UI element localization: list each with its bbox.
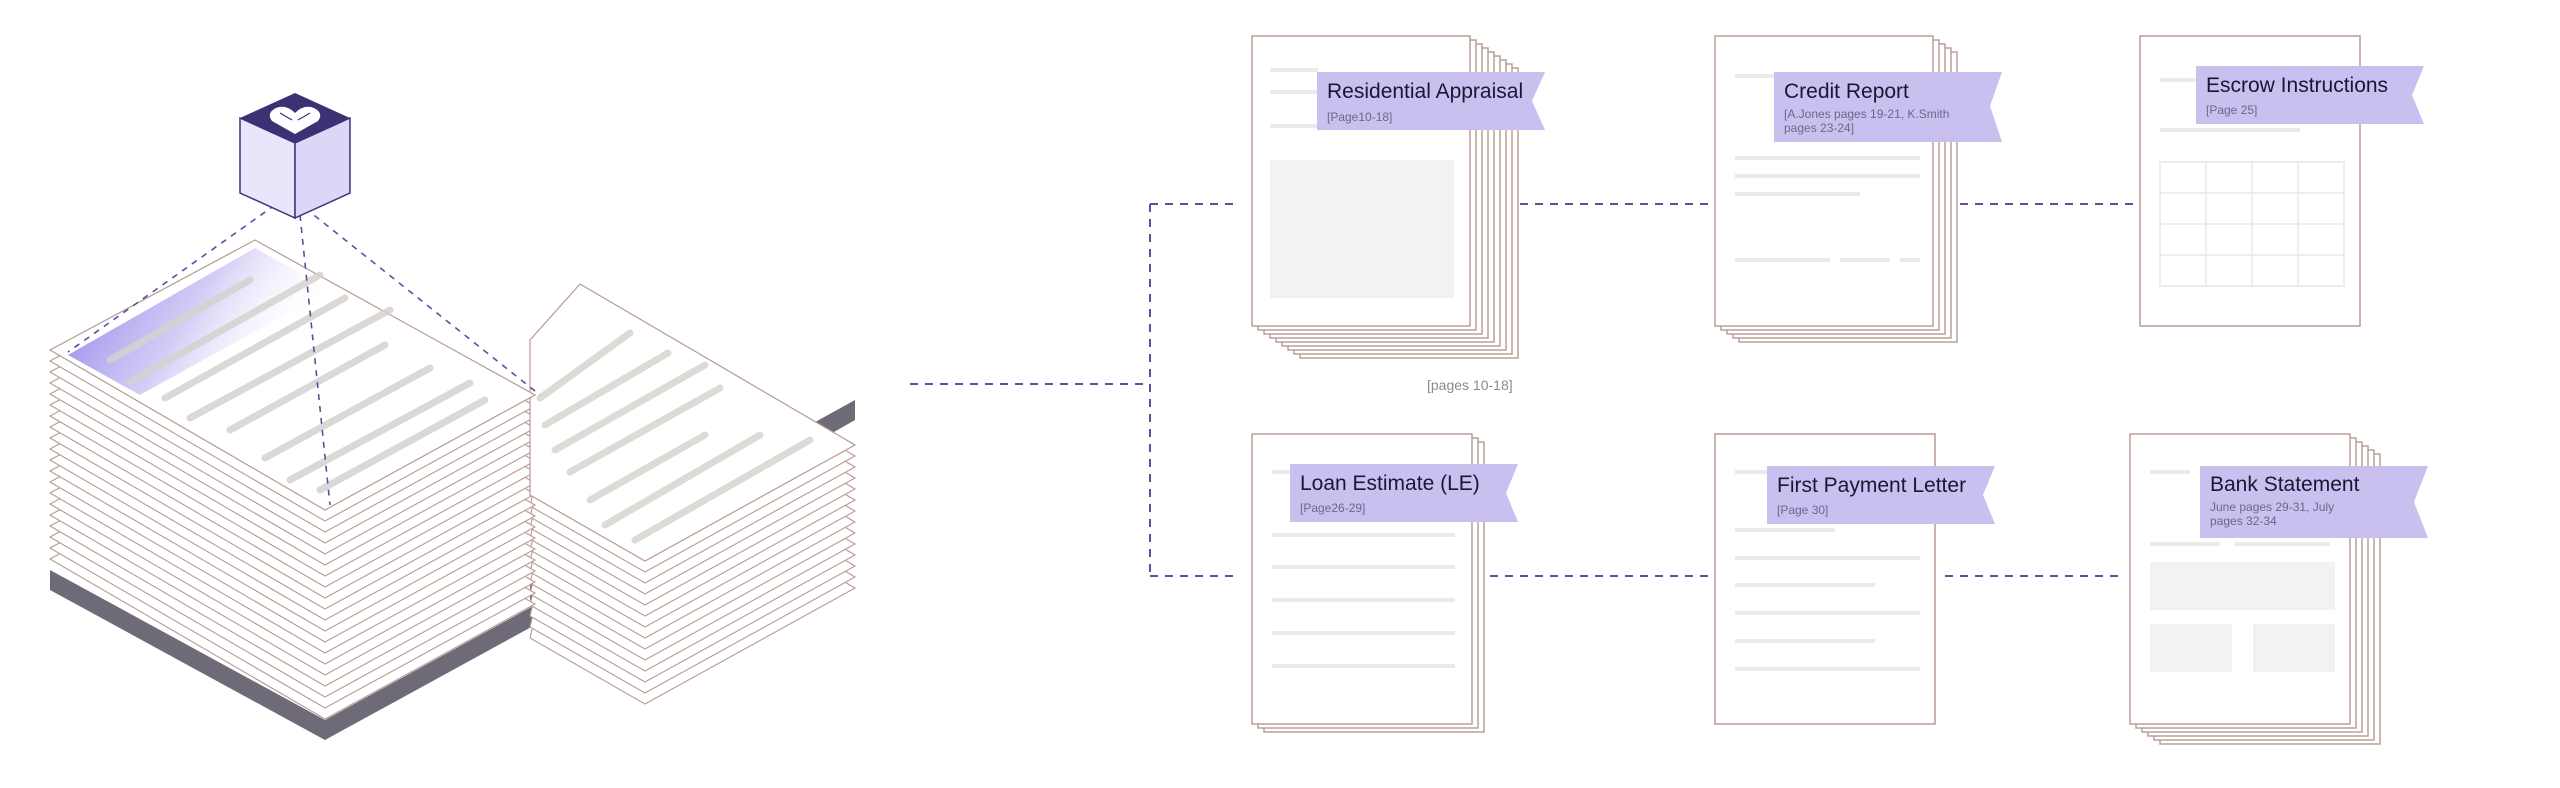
left-stack-text-lines — [106, 271, 489, 494]
document-pages-line-2: pages 32-34 — [2210, 514, 2277, 528]
document-title: Residential Appraisal — [1327, 80, 1523, 103]
source-document-stack — [48, 93, 857, 740]
document-pages: [Page26-29] — [1300, 501, 1365, 515]
label-tag — [1290, 464, 1518, 522]
label-tag — [1767, 466, 1995, 524]
text-lines — [1272, 470, 1455, 668]
document-credit-report: Credit Report [A.Jones pages 19-21, K.Sm… — [1714, 35, 2002, 343]
text-lines — [2150, 470, 2330, 546]
image-block — [2253, 624, 2335, 672]
document-escrow-instructions: Escrow Instructions [Page 25] — [2139, 35, 2424, 327]
document-bank-statement: Bank Statement June pages 29-31, July pa… — [2129, 433, 2428, 745]
document-loan-estimate: Loan Estimate (LE) [Page26-29] — [1251, 433, 1518, 733]
document-title: Loan Estimate (LE) — [1300, 472, 1480, 495]
highlighted-region — [68, 248, 330, 395]
label-tag — [1317, 72, 1545, 130]
document-title: Bank Statement — [2210, 473, 2360, 496]
document-title: Credit Report — [1784, 80, 1909, 103]
text-lines — [1735, 74, 1920, 262]
left-stack-shadow — [50, 570, 535, 740]
text-lines — [1735, 470, 1920, 671]
document-residential-appraisal: Residential Appraisal [Page10-18] [pages… — [1251, 35, 1545, 393]
image-block — [1270, 160, 1454, 298]
document-pages: [Page 25] — [2206, 103, 2257, 117]
projection-lines — [67, 204, 541, 506]
document-title: First Payment Letter — [1777, 474, 1966, 497]
label-tag — [2200, 466, 2428, 538]
text-lines — [2160, 78, 2300, 132]
pages-caption: [pages 10-18] — [1427, 377, 1513, 393]
document-pages-line-2: pages 23-24] — [1784, 121, 1854, 135]
document-title: Escrow Instructions — [2206, 74, 2388, 97]
table-grid — [2159, 161, 2345, 287]
image-block — [2150, 562, 2335, 610]
heart-logo-cube-icon — [239, 93, 351, 220]
label-tag — [1774, 72, 2002, 142]
label-tag — [2196, 66, 2424, 124]
document-pages: [Page10-18] — [1327, 110, 1392, 124]
document-pages: [Page 30] — [1777, 503, 1828, 517]
document-first-payment-letter: First Payment Letter [Page 30] — [1714, 433, 1995, 725]
document-pages-line-1: June pages 29-31, July — [2210, 500, 2334, 514]
document-pages-line-1: [A.Jones pages 19-21, K.Smith — [1784, 107, 1949, 121]
image-block — [2150, 624, 2232, 672]
connector-lines — [910, 203, 2135, 577]
right-stack-text-lines — [536, 329, 814, 544]
